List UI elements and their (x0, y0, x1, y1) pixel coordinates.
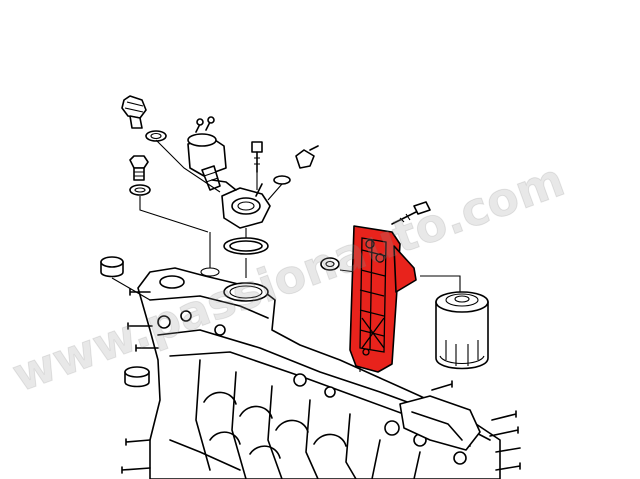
temperature-sender (187, 116, 227, 191)
sealing-washer (145, 130, 167, 142)
oil-filter (435, 291, 489, 370)
mounting-bolt (391, 201, 431, 225)
oil-filter-bracket (349, 225, 417, 373)
oil-drain-plug (100, 256, 124, 278)
drain-plug (129, 155, 151, 196)
bracket-washer (320, 257, 340, 271)
oil-pressure-switch (121, 95, 147, 129)
crankcase-studs (121, 288, 521, 474)
banjo-fitting (211, 179, 271, 229)
plug-lower (124, 366, 150, 388)
o-ring (223, 237, 269, 255)
sender-bolt (251, 141, 263, 173)
crankcase (137, 267, 501, 479)
pressure-sender-small (273, 145, 319, 185)
